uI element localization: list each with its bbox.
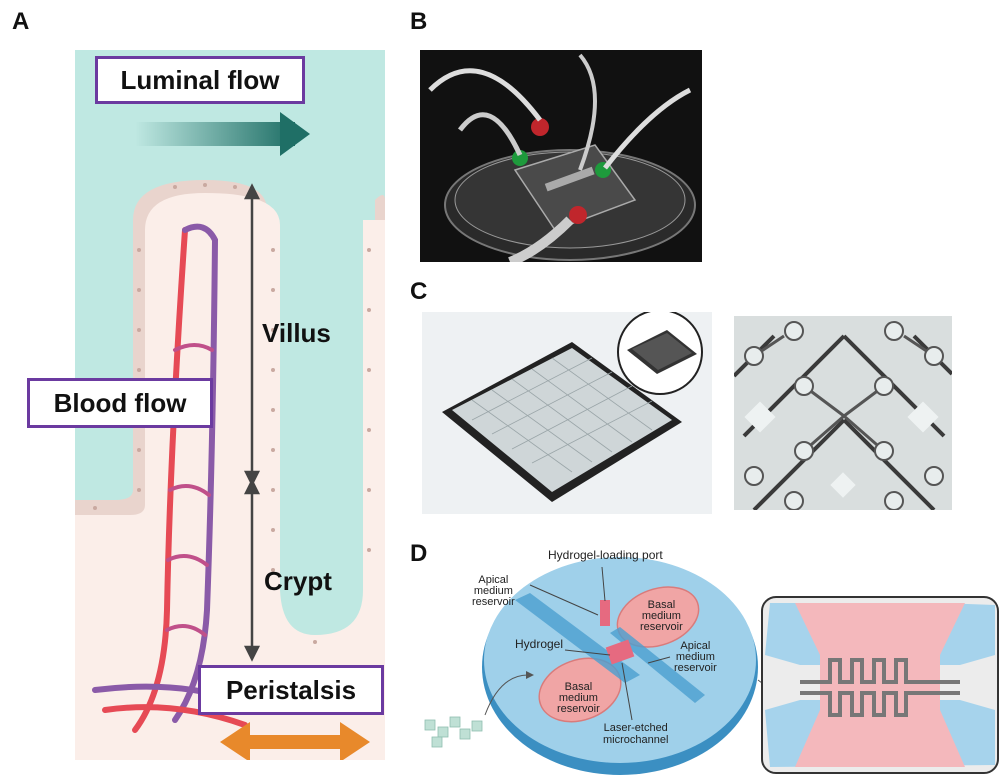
panel-b-letter: B	[410, 8, 428, 35]
multiwell-plate-photo	[422, 312, 712, 514]
basal-bottom-line1: Basal	[564, 681, 593, 693]
laser-line2: microchannel	[603, 734, 669, 746]
apical-left-line1: Apical	[478, 574, 509, 586]
panel-a-letter: A	[12, 8, 30, 35]
microfluidic-pattern-photo	[734, 316, 952, 510]
basal-top-line2: medium	[641, 610, 681, 622]
organoid-chip-schematic	[420, 545, 1000, 775]
measure-arrows	[243, 183, 261, 662]
apical-reservoir-right-label: Apical medium reservoir	[674, 641, 717, 674]
chip-device-photo	[420, 50, 702, 262]
peristalsis-label: Peristalsis	[198, 665, 384, 715]
basal-reservoir-top-label: Basal medium reservoir	[640, 600, 683, 633]
apical-left-line2: medium	[473, 585, 513, 597]
basal-top-line1: Basal	[647, 599, 676, 611]
apical-right-line1: Apical	[680, 640, 711, 652]
apical-reservoir-left-label: Apical medium reservoir	[472, 575, 515, 608]
basal-top-line3: reservoir	[640, 621, 683, 633]
peristalsis-arrow	[220, 722, 370, 762]
basal-reservoir-bottom-label: Basal medium reservoir	[557, 682, 600, 715]
villus-label: Villus	[262, 318, 331, 348]
apical-right-line2: medium	[675, 651, 715, 663]
luminal-flow-arrowhead	[280, 112, 310, 156]
hydrogel-label: Hydrogel	[515, 637, 564, 651]
blood-flow-label: Blood flow	[27, 378, 213, 428]
laser-line1: Laser-etched	[603, 722, 668, 734]
pattern-illustration	[734, 316, 952, 510]
laser-channel-label: Laser-etched microchannel	[603, 722, 668, 746]
crypt-label: Crypt	[264, 566, 332, 596]
panel-c-letter: C	[410, 278, 428, 305]
basal-bottom-line3: reservoir	[557, 703, 600, 715]
panel-d-letter: D	[410, 540, 428, 567]
chip-schematic-illustration	[424, 557, 999, 775]
apical-right-line3: reservoir	[674, 662, 717, 674]
plate-illustration	[422, 312, 712, 514]
apical-left-line3: reservoir	[472, 596, 515, 608]
hydrogel-port-label: Hydrogel-loading port	[548, 548, 663, 562]
luminal-flow-label: Luminal flow	[95, 56, 305, 104]
chip-photo-illustration	[420, 50, 702, 262]
basal-bottom-line2: medium	[558, 692, 598, 704]
